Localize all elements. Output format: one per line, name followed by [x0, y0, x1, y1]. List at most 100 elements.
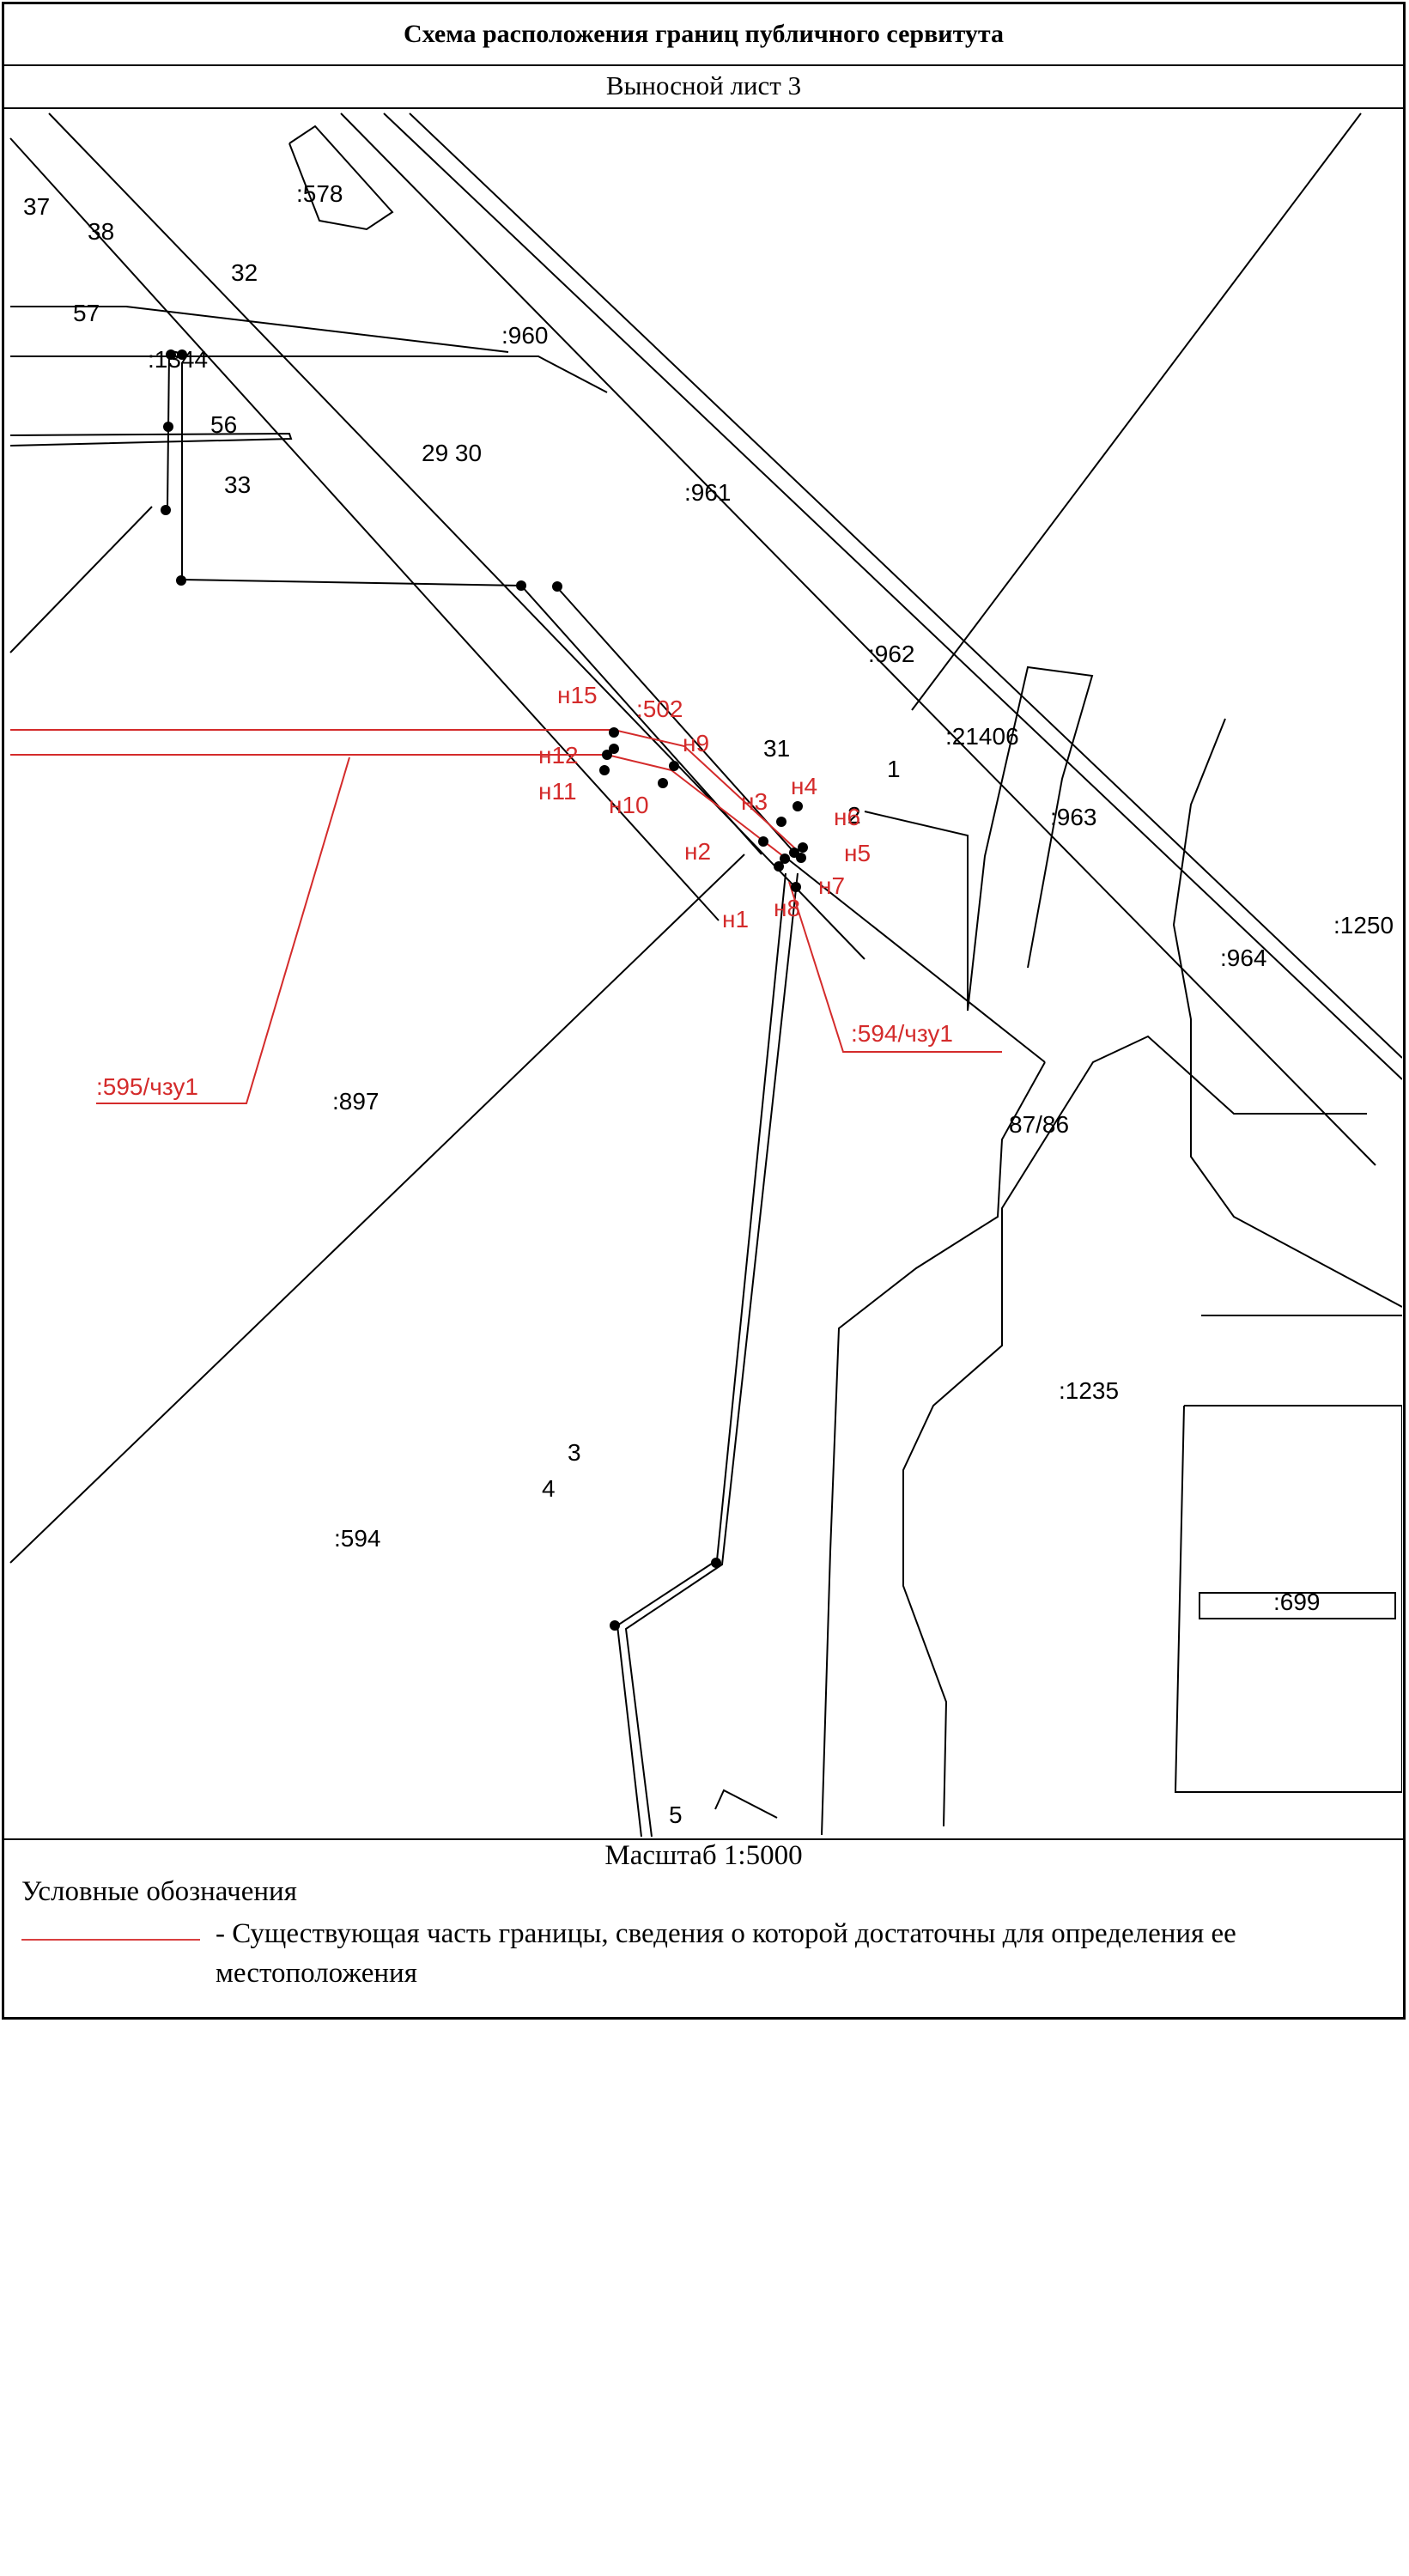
- point-label: н4: [791, 773, 817, 799]
- map-label: :1250: [1333, 912, 1394, 939]
- node-n10: [658, 778, 668, 788]
- road-boundary-b: [9, 137, 720, 921]
- map-label: 37: [23, 193, 50, 220]
- map-label: :961: [684, 479, 732, 506]
- road-boundary-d: [383, 112, 1402, 1080]
- node-n2: [758, 836, 768, 847]
- narrow-parcel-inner: [624, 872, 799, 1837]
- map-label: :964: [1220, 945, 1267, 971]
- map-label: :1344: [148, 346, 208, 373]
- map-label: 33: [224, 471, 251, 498]
- node-n8: [774, 861, 784, 872]
- point-label: н11: [538, 778, 577, 805]
- servitude-labels: н15 :502 н9 н12 н11 н10 н3 н4 н6 н5 н2 н…: [96, 682, 953, 1100]
- map-label: 1: [887, 756, 901, 782]
- boundary-nodes: [161, 349, 721, 1631]
- narrow-parcel: [616, 872, 786, 1837]
- point-label: н2: [684, 838, 711, 865]
- node: [552, 581, 562, 592]
- map-label: :21406: [945, 723, 1019, 750]
- node: [163, 422, 173, 432]
- map-label: 3: [568, 1439, 581, 1466]
- point-label: н6: [834, 804, 860, 830]
- parcel-33b: [555, 585, 797, 855]
- map-sheet: Схема расположения границ публичного сер…: [2, 2, 1406, 2020]
- map-label: :963: [1050, 804, 1097, 830]
- node-n7: [796, 853, 806, 863]
- parcel-lines-mid: [10, 355, 608, 393]
- map-label: 38: [88, 218, 114, 245]
- node: [161, 505, 171, 515]
- parcel-edge-diag: [9, 506, 153, 653]
- point-label: н12: [538, 742, 579, 769]
- point-label: н9: [683, 730, 709, 756]
- map-label: :1235: [1059, 1377, 1119, 1404]
- node-n2b: [780, 854, 790, 864]
- map-label: :962: [868, 641, 915, 667]
- road-boundary-c: [340, 112, 1376, 1166]
- legend-item-text: - Существующая часть границы, сведения о…: [216, 1918, 1236, 1989]
- map-label: 87/86: [1009, 1111, 1069, 1138]
- node: [166, 349, 176, 360]
- point-label: н3: [741, 788, 768, 815]
- map-label: 31: [763, 735, 790, 762]
- cadastral-map: 37 38 32 57 :1344 56 33 :578 :960 29 30 …: [9, 112, 1402, 1837]
- point-label: н7: [818, 872, 845, 899]
- map-label: :594: [334, 1525, 381, 1552]
- point-label: :502: [636, 696, 683, 722]
- sheet-subtitle: Выносной лист 3: [4, 64, 1403, 109]
- node: [177, 349, 187, 360]
- map-label: :699: [1273, 1589, 1321, 1615]
- parcel-labels: 37 38 32 57 :1344 56 33 :578 :960 29 30 …: [23, 180, 1394, 1828]
- node-n11: [599, 765, 610, 775]
- parcel-boundaries: [9, 112, 1402, 1837]
- point-label: н1: [722, 906, 749, 933]
- parcel-578: [288, 125, 394, 231]
- node-n4: [793, 801, 803, 811]
- node: [176, 575, 186, 586]
- node-n3: [776, 817, 786, 827]
- map-label: 5: [669, 1801, 683, 1828]
- parcel-87-86: [902, 1035, 1367, 1827]
- map-label: 4: [542, 1475, 556, 1502]
- sheet-title: Схема расположения границ публичного сер…: [4, 4, 1403, 66]
- node-n1: [791, 882, 801, 892]
- legend-title: Условные обозначения: [21, 1876, 297, 1907]
- parcel-87-86-inner: [821, 1061, 1046, 1836]
- node-n15: [609, 727, 619, 738]
- servitude-nodes: [599, 727, 808, 892]
- point-label: н8: [774, 895, 800, 921]
- parcel-edge-west: [9, 854, 745, 1564]
- map-label: 56: [210, 411, 237, 438]
- map-label: :578: [296, 180, 343, 207]
- map-label: 2: [847, 802, 861, 829]
- servitude-callout-595: [96, 756, 350, 1104]
- parcel-lines-top: [10, 306, 509, 353]
- parcel-5: [714, 1789, 778, 1819]
- parcel-33: [181, 362, 762, 855]
- parcel-21406: [864, 665, 1094, 1012]
- node: [711, 1558, 721, 1568]
- callout-label: :594/чзу1: [851, 1020, 953, 1047]
- point-label: н15: [557, 682, 598, 708]
- map-label: 32: [231, 259, 258, 286]
- node-n9: [669, 761, 679, 771]
- parcel-699-block: [1174, 1405, 1402, 1793]
- node: [610, 1620, 620, 1631]
- node: [516, 580, 526, 591]
- map-label: :897: [332, 1088, 380, 1115]
- map-label: 29 30: [422, 440, 482, 466]
- point-label: н5: [844, 840, 871, 866]
- map-label: :960: [501, 322, 549, 349]
- callout-label: :595/чзу1: [96, 1073, 198, 1100]
- map-scale: Масштаб 1:5000: [4, 1838, 1403, 1872]
- building-699: [1199, 1592, 1396, 1619]
- servitude-line: [613, 729, 797, 850]
- parcel-1235-edge: [1172, 718, 1402, 1308]
- node-n5: [798, 842, 808, 853]
- legend-swatch-line: [21, 1939, 200, 1941]
- point-label: н10: [609, 792, 649, 818]
- parcel-strip: [9, 432, 293, 447]
- parcel-edge-right: [786, 858, 1046, 1063]
- node-n12: [602, 750, 612, 760]
